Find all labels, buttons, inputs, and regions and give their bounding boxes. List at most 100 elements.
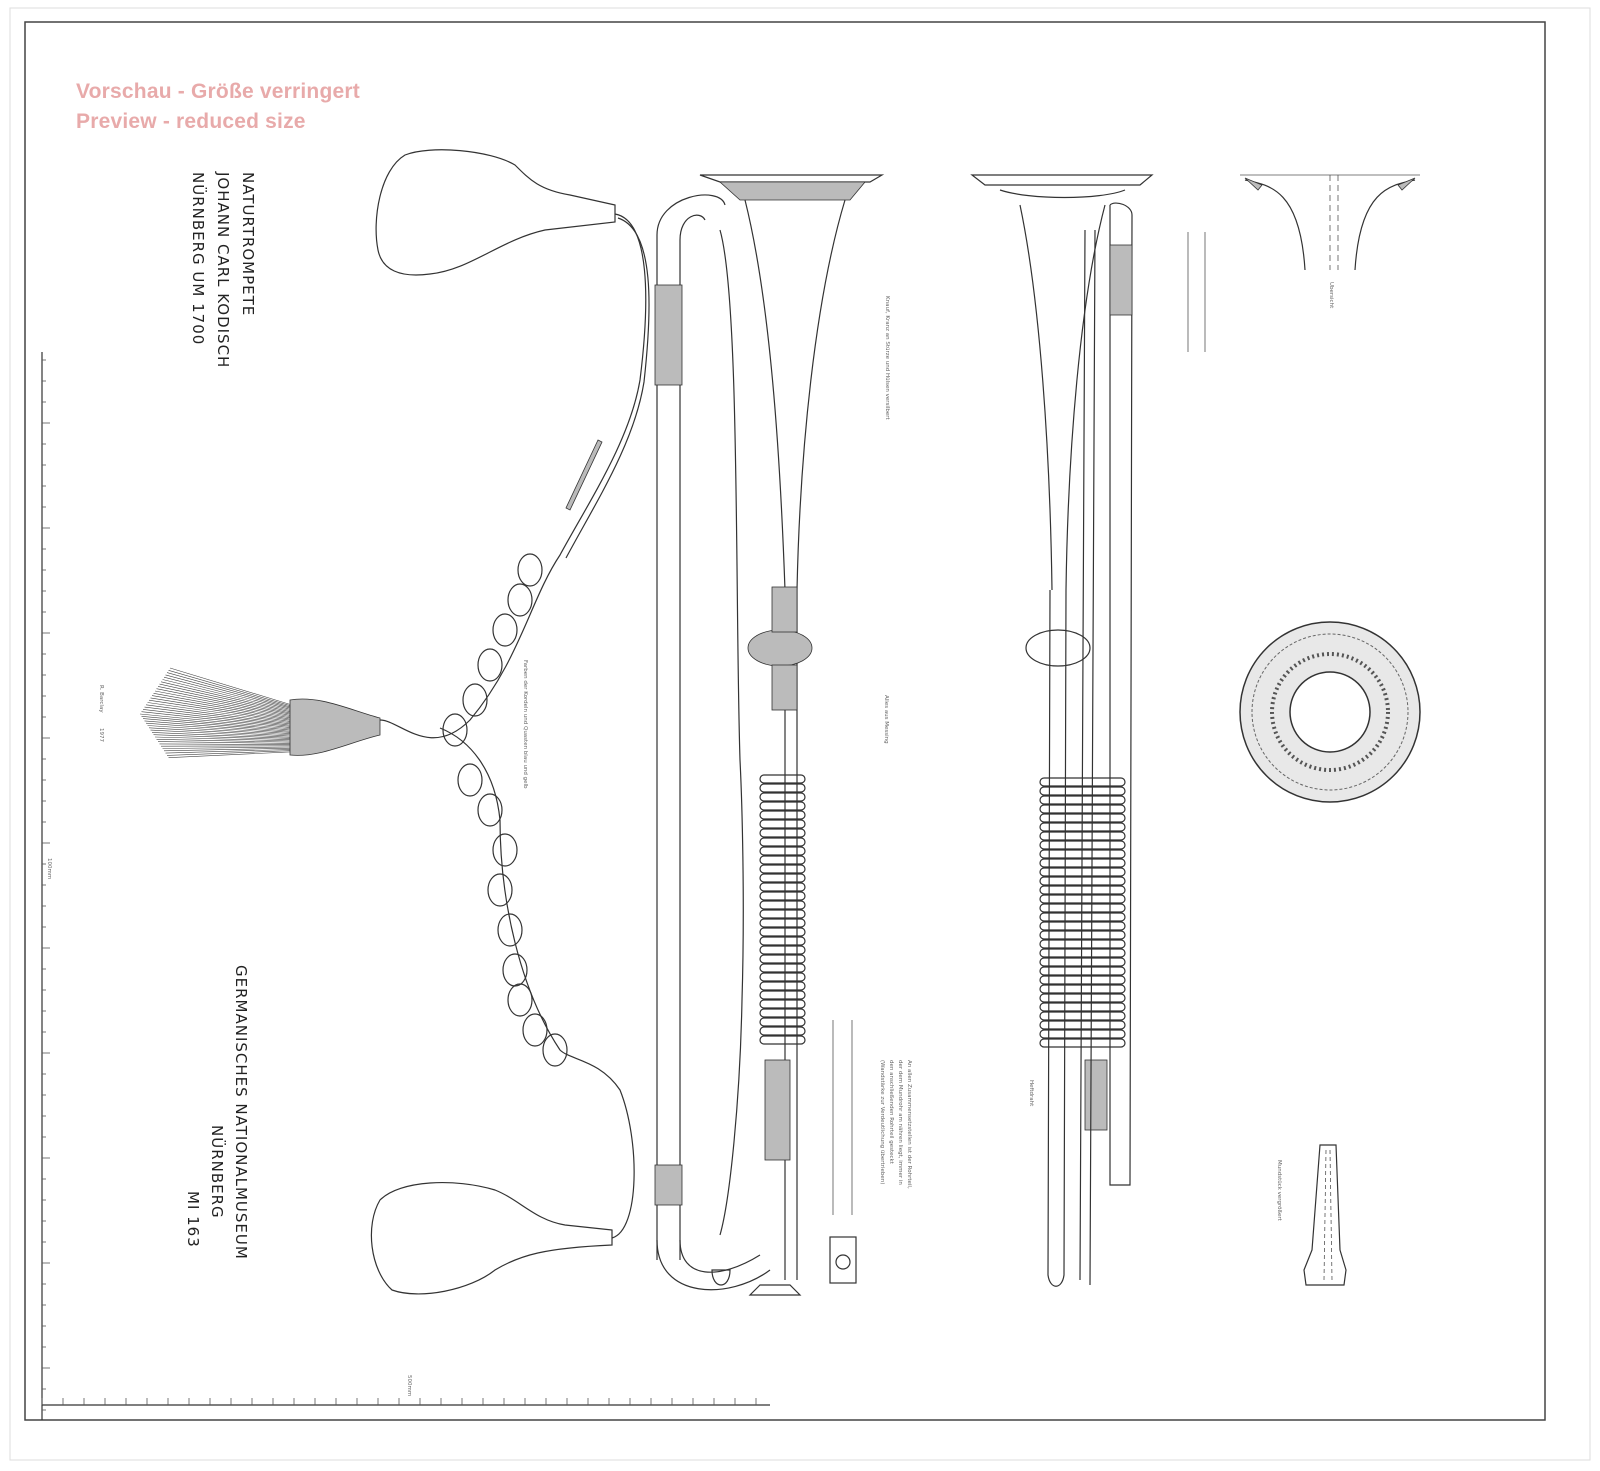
bottom-banner xyxy=(370,1181,613,1295)
brush-strand xyxy=(151,695,293,720)
cord-coil xyxy=(759,810,806,820)
cord-coil xyxy=(1039,939,1126,949)
cord-note: Farben der Kordeln und Quasten blau und … xyxy=(522,660,528,789)
cord-coil xyxy=(1039,912,1126,922)
brush-strand xyxy=(139,713,293,730)
trumpet-front-view xyxy=(654,174,885,1296)
drawing-border xyxy=(24,21,1546,1421)
cord-coil xyxy=(759,819,806,829)
cord-coil xyxy=(759,891,806,901)
cord-coil xyxy=(759,837,806,847)
cord-knot xyxy=(457,763,483,797)
cord-coil xyxy=(1039,894,1126,904)
brush-strand xyxy=(150,697,293,721)
brush-strand xyxy=(159,743,293,745)
cord-coil xyxy=(759,909,806,919)
scale-500mm-label: 500mm xyxy=(406,1375,412,1396)
brush-strand xyxy=(165,674,293,709)
year-label: 1977 xyxy=(98,728,104,742)
cord-coil xyxy=(759,1017,806,1027)
cord-knot xyxy=(492,613,518,647)
cord-coil xyxy=(1039,948,1126,958)
assembly-note-line-3: den anschließenden Rohrteil gesteckt xyxy=(888,1060,894,1165)
cord-knot xyxy=(507,583,533,617)
cord-coil xyxy=(1039,849,1126,859)
cord-knot xyxy=(462,683,488,717)
cord-coil xyxy=(1039,957,1126,967)
cord-knot xyxy=(497,913,523,947)
assembly-note-line-4: (Wandstärke zur Verdeutlichung übertrieb… xyxy=(879,1060,885,1184)
mouthpiece-note: Mundstück vergrößert xyxy=(1276,1160,1282,1222)
brush-strand xyxy=(153,734,293,741)
title-line-2: JOHANN CARL KODISCH xyxy=(214,171,232,368)
cord xyxy=(379,213,647,739)
cord-coil xyxy=(1039,876,1126,886)
brush-strand xyxy=(147,725,293,736)
top-banner xyxy=(375,149,616,276)
cord-knot xyxy=(507,983,533,1017)
cord-coil xyxy=(759,936,806,946)
cord-coil xyxy=(1039,903,1126,913)
assembly-note-line-1: An allen Zusammensetzstellen ist der Roh… xyxy=(906,1060,912,1189)
brush-strand xyxy=(162,746,293,749)
cord-coil xyxy=(759,981,806,991)
cord-coil xyxy=(759,1008,806,1018)
brush-strand xyxy=(144,706,293,726)
cord-knot xyxy=(542,1033,568,1067)
brush-strand xyxy=(141,716,293,731)
brush-strand xyxy=(168,670,293,707)
brush-strand xyxy=(153,693,293,719)
cord-coil xyxy=(759,1035,806,1045)
brush-strand xyxy=(157,686,293,715)
cord-coil xyxy=(759,918,806,928)
assembly-note-line-2: der dem Mundrohr am nähren liegt, immer … xyxy=(897,1060,903,1185)
cord-coil xyxy=(1039,831,1126,841)
cord-coil xyxy=(1039,1011,1126,1021)
cord-coil xyxy=(1039,786,1126,796)
brush-strand xyxy=(165,749,293,754)
tube-section-detail xyxy=(829,232,1206,1284)
draftsman-label: R. Barclay xyxy=(98,685,104,713)
brush-strand xyxy=(148,699,293,723)
brush-strand xyxy=(163,676,293,711)
museum-line-1: GERMANISCHES NATIONALMUSEUM xyxy=(232,965,250,1260)
cord-coil xyxy=(759,1026,806,1036)
brush-strand xyxy=(142,718,293,732)
knot-chain xyxy=(442,553,568,1067)
cord-lower xyxy=(439,727,635,1239)
cord-coil xyxy=(759,972,806,982)
cord-coil xyxy=(759,882,806,892)
brush-strand xyxy=(145,704,293,725)
bell-note: Knauf, Kranz an Stürze und Hülsen versil… xyxy=(884,296,890,421)
cord-knot xyxy=(522,1013,548,1047)
cord-coil xyxy=(1039,885,1126,895)
cord-coil xyxy=(759,927,806,937)
brush-strand xyxy=(166,750,293,756)
cord-coil xyxy=(1039,840,1126,850)
watermark-line-1: Vorschau - Größe verringert xyxy=(76,80,360,103)
brush-strand xyxy=(141,711,293,729)
cord-coil xyxy=(1039,867,1126,877)
brush-strand xyxy=(169,667,293,706)
trumpet-side-view xyxy=(970,174,1154,1287)
cord-coil xyxy=(1039,822,1126,832)
scale-100mm-label: 100mm xyxy=(46,858,52,879)
cord-coil xyxy=(1039,813,1126,823)
section-label: Ubersicht xyxy=(1328,282,1334,309)
brush-strand xyxy=(159,683,293,714)
cord-coil xyxy=(1039,966,1126,976)
cord-knot xyxy=(442,713,468,747)
title-block: NATURTROMPETE JOHANN CARL KODISCH NÜRNBE… xyxy=(189,171,257,368)
cord-knot xyxy=(477,648,503,682)
brush-strand xyxy=(168,751,293,758)
cord-coil xyxy=(1039,777,1126,787)
brush-strand xyxy=(147,702,293,724)
museum-block: GERMANISCHES NATIONALMUSEUM NÜRNBERG MI … xyxy=(184,965,250,1260)
cord-coil xyxy=(759,873,806,883)
title-line-1: NATURTROMPETE xyxy=(239,172,257,316)
brush-strand xyxy=(151,732,293,739)
cord-coil xyxy=(1039,984,1126,994)
cord-coil xyxy=(759,828,806,838)
title-line-3: NÜRNBERG UM 1700 xyxy=(189,172,208,345)
